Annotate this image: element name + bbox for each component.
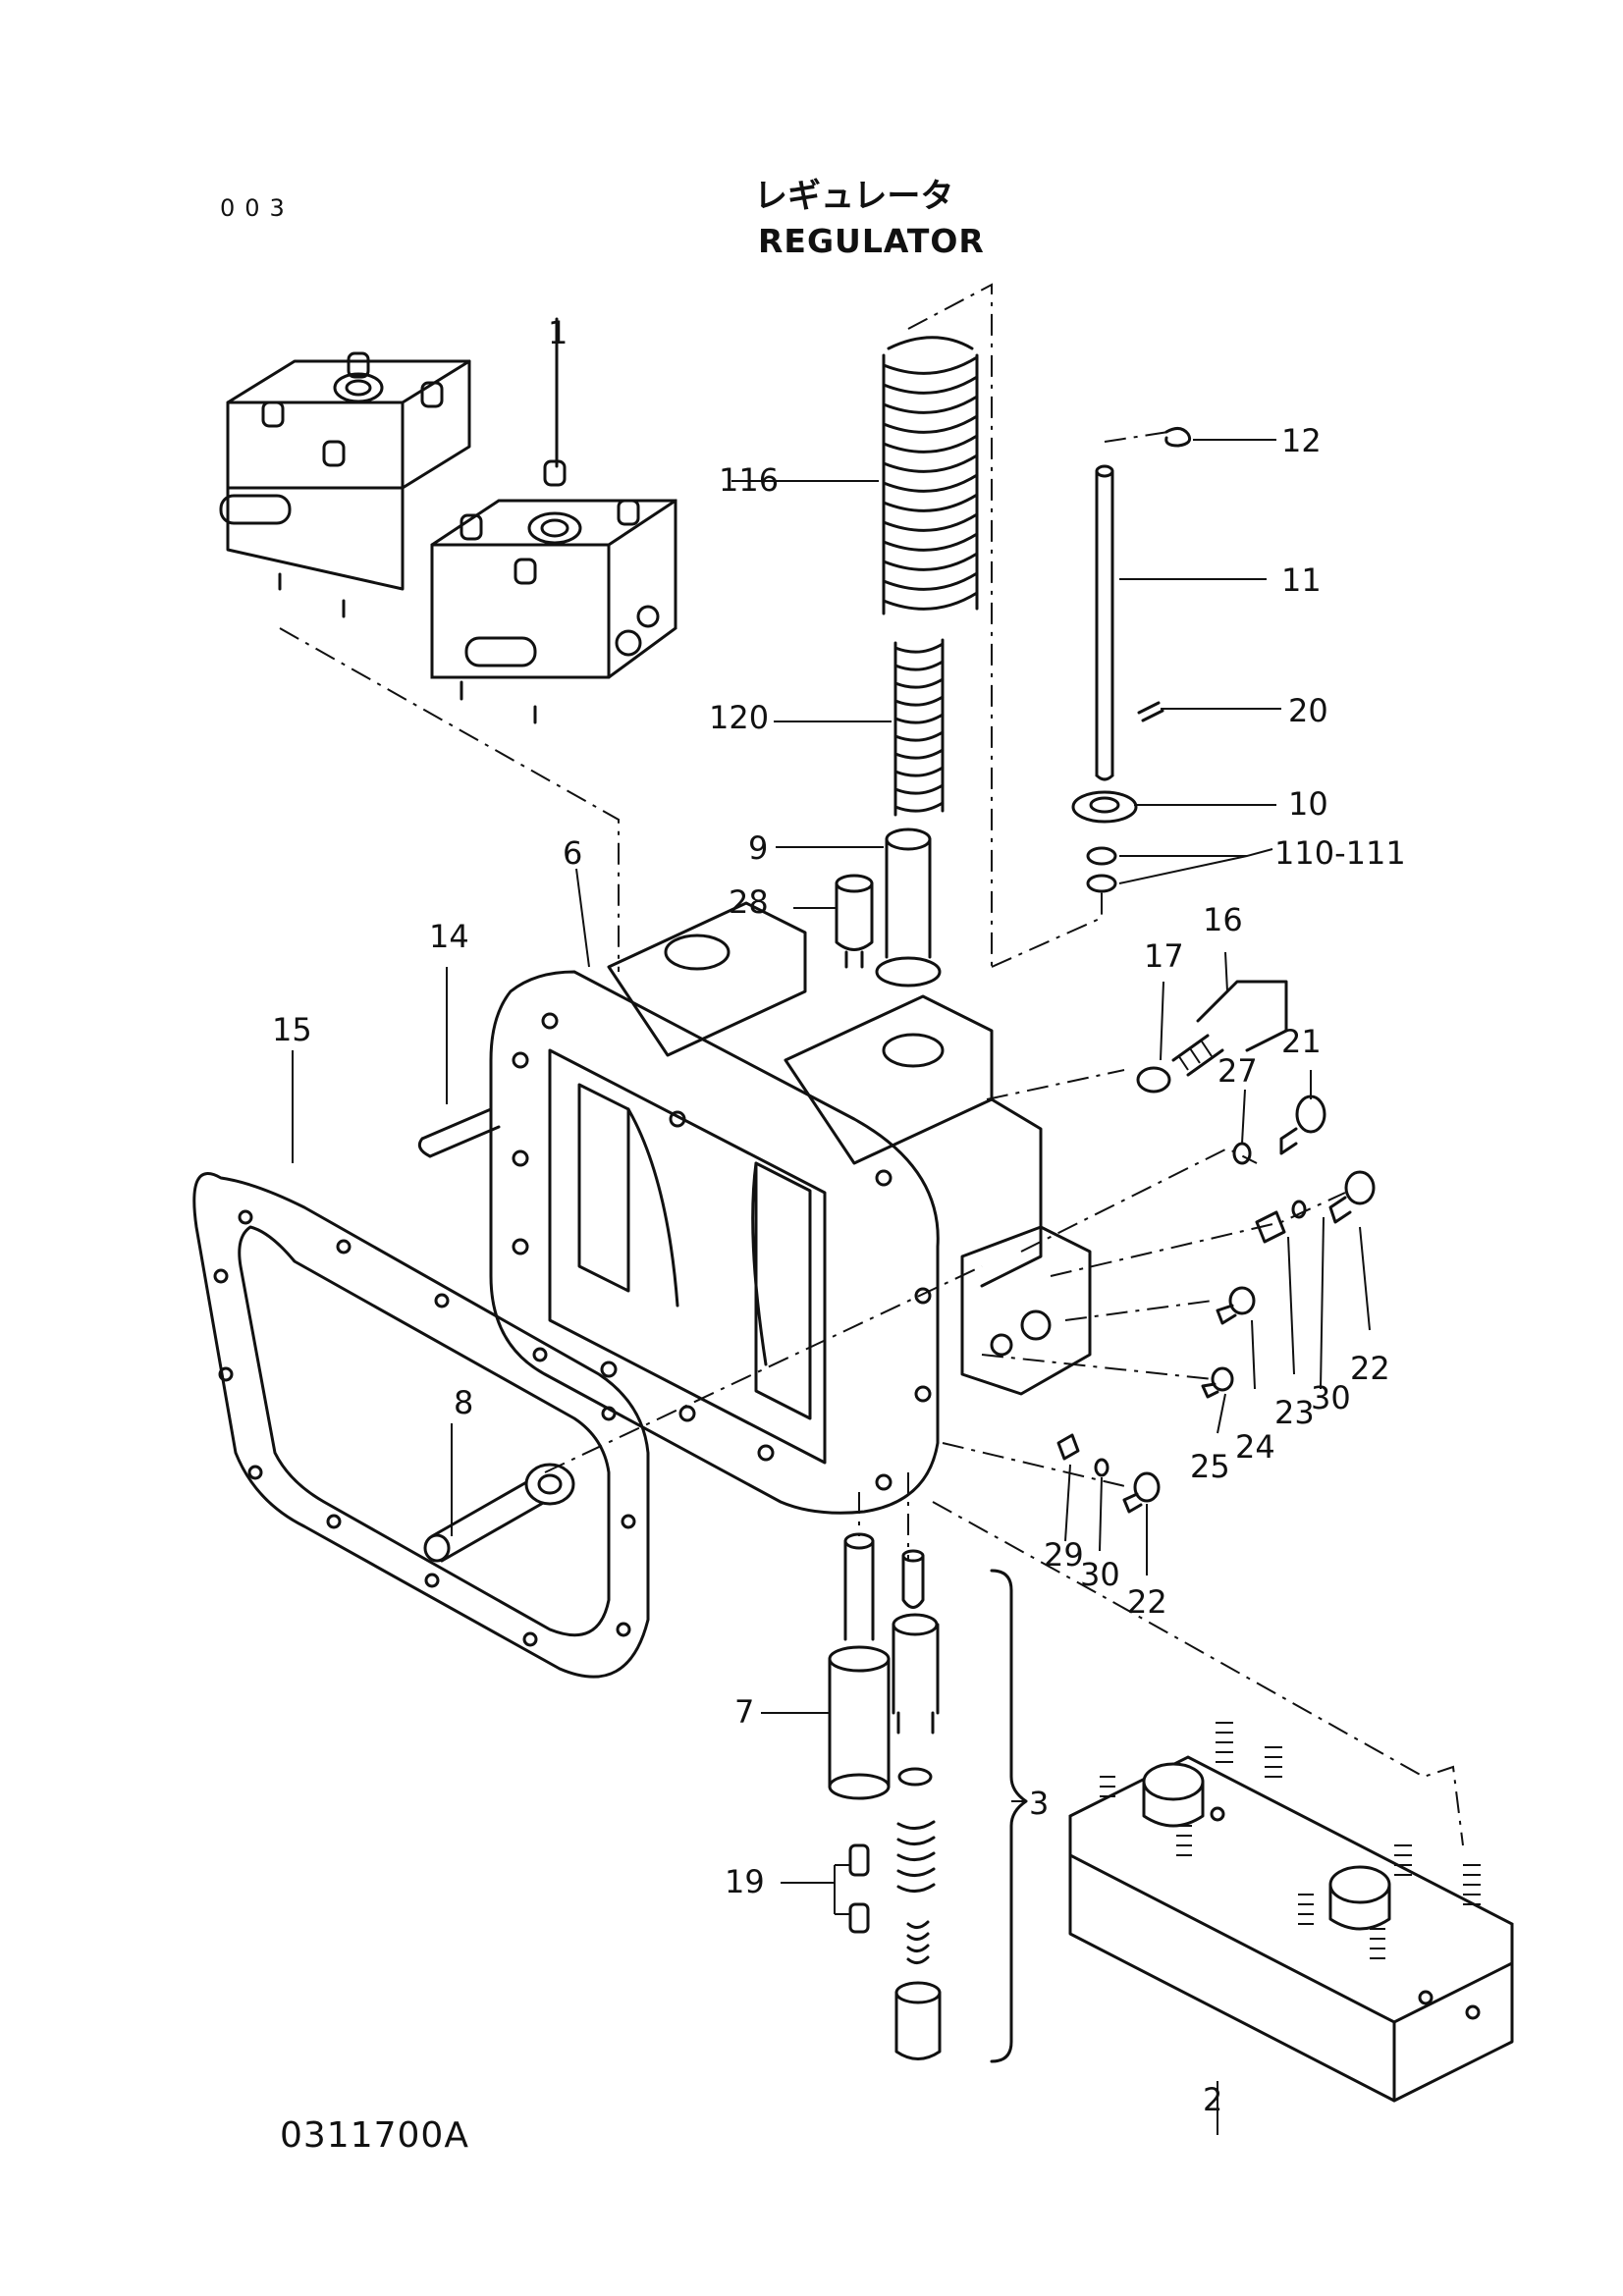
part-9-sleeve (875, 828, 942, 988)
part-20-pin (1137, 701, 1164, 722)
callout-15: 15 (272, 1011, 312, 1048)
callout-23: 23 (1274, 1394, 1315, 1431)
callout-20: 20 (1288, 692, 1328, 729)
drawing-number: 0311700A (280, 2115, 469, 2156)
part-16-bolt (1171, 980, 1288, 1077)
bracket-3 (990, 1569, 1028, 2063)
callout-2: 2 (1203, 2081, 1223, 2118)
callout-3: 3 (1029, 1785, 1050, 1822)
part-3-valve-stack (892, 1549, 942, 2060)
callout-21: 21 (1281, 1023, 1322, 1060)
callout-120: 120 (709, 699, 770, 736)
leader-lines (292, 319, 1371, 2135)
part-17-washer (1136, 1066, 1171, 1094)
part-1-control-block-assembly (219, 317, 677, 724)
part-116-spring (882, 336, 979, 615)
part-120-spring (893, 638, 945, 817)
part-110-111-orings (1086, 846, 1117, 893)
part-22b-plug (1122, 1471, 1161, 1514)
callout-116: 116 (719, 461, 780, 499)
callout-8: 8 (454, 1384, 474, 1421)
callout-19: 19 (725, 1863, 765, 1900)
callout-29: 29 (1044, 1536, 1084, 1574)
part-8-link-pin (423, 1463, 575, 1563)
part-14-pin (417, 1107, 501, 1158)
part-12-snap-ring (1164, 427, 1192, 448)
part-15-gasket (192, 1172, 650, 1679)
part-19-pins (848, 1843, 870, 1934)
title-english: REGULATOR (758, 222, 985, 260)
callout-7: 7 (734, 1693, 755, 1731)
part-30a-oring (1291, 1200, 1307, 1219)
callout-10: 10 (1288, 785, 1328, 823)
part-2-pilot-block (1068, 1722, 1514, 2103)
callout-9: 9 (748, 829, 769, 867)
part-29-setscrew (1056, 1433, 1080, 1461)
part-30b-oring (1094, 1458, 1109, 1477)
callout-30a: 30 (1311, 1379, 1351, 1416)
page-code: 003 (220, 194, 295, 222)
part-27-oring (1232, 1142, 1252, 1165)
callout-24: 24 (1235, 1428, 1275, 1466)
callout-110-111: 110-111 (1274, 834, 1406, 872)
title-japanese: レギュレータ (754, 177, 954, 216)
callout-22a: 22 (1350, 1350, 1390, 1387)
callout-28: 28 (729, 883, 769, 921)
callout-27: 27 (1217, 1052, 1258, 1090)
part-7-spool (828, 1532, 891, 1800)
part-22a-plug (1328, 1170, 1376, 1224)
callout-14: 14 (429, 918, 469, 955)
part-21-plug (1279, 1095, 1326, 1155)
part-25-plug (1201, 1366, 1234, 1399)
part-23-setscrew (1255, 1210, 1286, 1244)
callout-17: 17 (1144, 937, 1184, 975)
callout-16: 16 (1203, 901, 1243, 938)
callout-6: 6 (563, 834, 583, 872)
callout-11: 11 (1281, 561, 1322, 599)
part-28-plug (835, 874, 874, 969)
part-11-rod (1095, 464, 1114, 781)
callout-25: 25 (1190, 1448, 1230, 1485)
part-10-seat (1071, 790, 1138, 824)
callout-22b: 22 (1127, 1583, 1167, 1621)
callout-1: 1 (548, 314, 568, 351)
assembly-centerlines (279, 283, 1464, 1846)
callout-12: 12 (1281, 422, 1322, 459)
part-24-plug (1216, 1286, 1256, 1325)
callout-30b: 30 (1080, 1556, 1120, 1593)
